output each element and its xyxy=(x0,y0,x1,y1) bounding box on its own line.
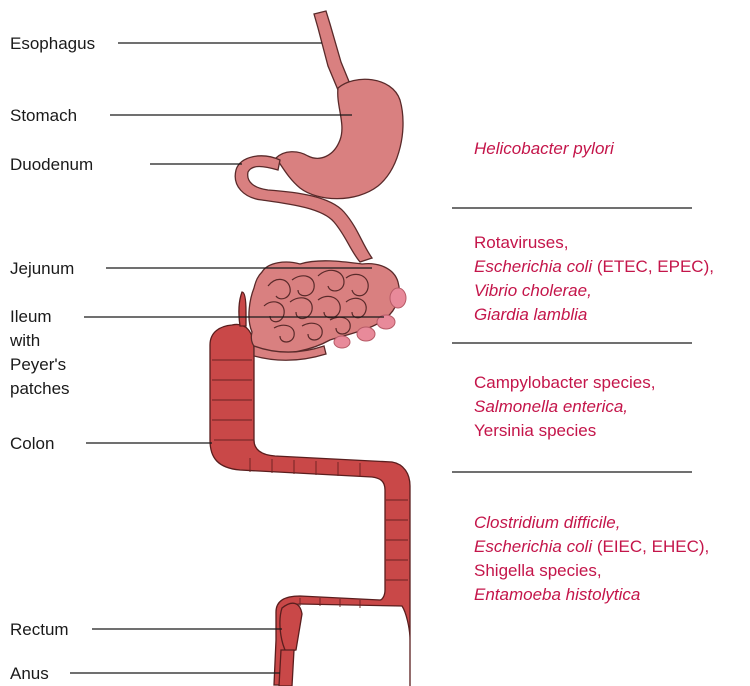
label-ileum-line-4: patches xyxy=(10,379,70,398)
pathogen-giardia-lamblia: Giardia lamblia xyxy=(474,305,587,324)
label-rectum: Rectum xyxy=(10,620,69,639)
pathogen-vibrio-cholerae: Vibrio cholerae, xyxy=(474,281,592,300)
pathogens-stomach: Helicobacter pylori xyxy=(474,139,615,158)
peyers-patch xyxy=(357,327,375,341)
pathogen-helicobacter-pylori: Helicobacter pylori xyxy=(474,139,615,158)
rectum xyxy=(280,603,302,652)
pathogen-escherichia-coli: Escherichia coli xyxy=(474,537,593,556)
pathogen-entamoeba-histolytica: Entamoeba histolytica xyxy=(474,585,640,604)
label-esophagus: Esophagus xyxy=(10,34,95,53)
pathogen-salmonella-enterica: Salmonella enterica, xyxy=(474,397,628,416)
label-stomach: Stomach xyxy=(10,106,77,125)
pathogen-strains: (ETEC, EPEC), xyxy=(592,257,714,276)
pathogen-rotaviruses: Rotaviruses, xyxy=(474,233,568,252)
label-anus: Anus xyxy=(10,664,49,683)
pathogen-line: Rotaviruses, xyxy=(474,233,568,252)
label-colon: Colon xyxy=(10,434,54,453)
label-ileum-line-3: Peyer's xyxy=(10,355,66,374)
pathogen-clostridium-difficile: Clostridium difficile, xyxy=(474,513,620,532)
pathogen-yersinia: Yersinia species xyxy=(474,421,596,440)
organ-labels: Esophagus Stomach Duodenum Jejunum Ileum… xyxy=(9,34,95,683)
pathogen-escherichia-coli: Escherichia coli xyxy=(474,257,593,276)
peyers-patch xyxy=(390,288,406,308)
pathogen-campylobacter: Campylobacter species, xyxy=(474,373,655,392)
stomach xyxy=(276,79,403,198)
pathogens-ileum: Campylobacter species, Salmonella enteri… xyxy=(474,373,655,440)
pathogens-small-intestine: Rotaviruses, Escherichia coli (ETEC, EPE… xyxy=(474,233,714,324)
pathogen-strains: (EIEC, EHEC), xyxy=(592,537,709,556)
pathogen-shigella: Shigella species, xyxy=(474,561,602,580)
pathogen-line: Escherichia coli (EIEC, EHEC), xyxy=(474,537,709,556)
peyers-patch xyxy=(334,336,350,348)
label-ileum-line-1: Ileum xyxy=(10,307,52,326)
label-duodenum: Duodenum xyxy=(10,155,93,174)
anus xyxy=(279,650,294,686)
label-jejunum: Jejunum xyxy=(10,259,74,278)
pathogens-colon: Clostridium difficile, Escherichia coli … xyxy=(474,513,709,604)
small-intestine xyxy=(249,261,399,360)
pathogen-line: Escherichia coli (ETEC, EPEC), xyxy=(474,257,714,276)
esophagus xyxy=(314,11,350,90)
label-ileum-line-2: with xyxy=(9,331,40,350)
gi-tract-illustration xyxy=(210,11,410,686)
